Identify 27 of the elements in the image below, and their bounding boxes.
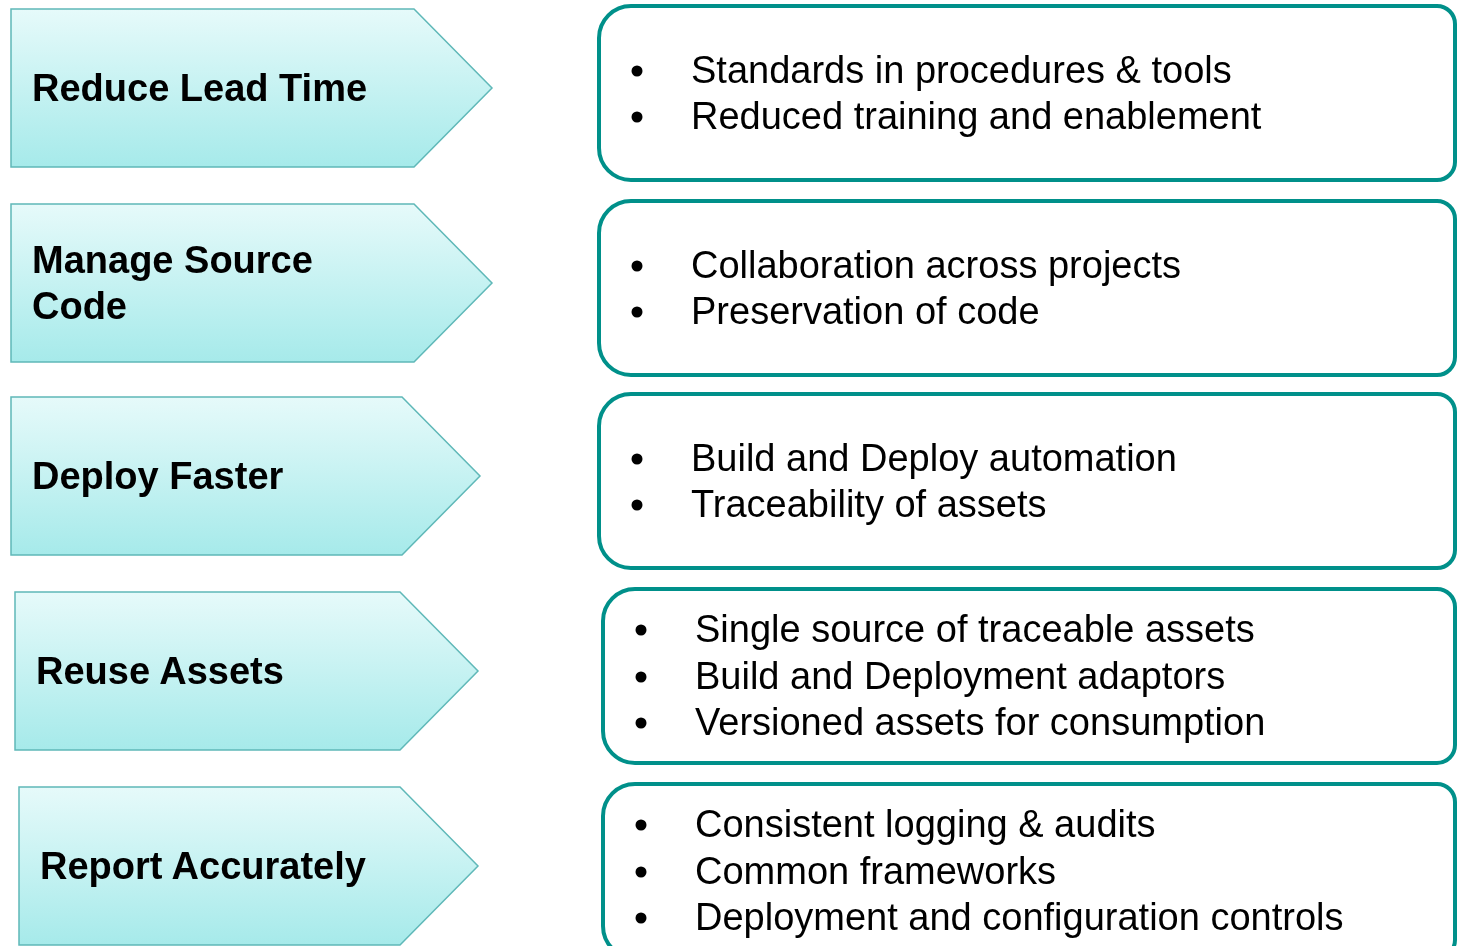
rounded-box <box>597 199 1457 377</box>
rounded-box <box>597 4 1457 182</box>
bullet-text: Deployment and configuration controls <box>695 896 1344 939</box>
rounded-box <box>601 587 1457 765</box>
bullet-text: Single source of traceable assets <box>695 608 1255 651</box>
arrow-label: Report Accurately <box>40 844 366 889</box>
arrow-label: Reduce Lead Time <box>32 66 368 111</box>
rounded-box <box>597 392 1457 570</box>
bullet-text: Common frameworks <box>695 849 1057 892</box>
bullet-text: Standards in procedures & tools <box>691 48 1232 91</box>
bullet-text: Versioned assets for consumption <box>695 701 1266 744</box>
bullet-text: Build and Deploy automation <box>691 436 1177 479</box>
bullet-text: Traceability of assets <box>691 483 1047 525</box>
heading-banner <box>14 591 480 751</box>
bullet-text: Preservation of code <box>691 290 1040 332</box>
heading-banner <box>10 203 494 363</box>
arrow-label: Manage Source Code <box>32 238 314 329</box>
bullet-text: Build and Deployment adaptors <box>695 654 1226 697</box>
arrow-label: Deploy Faster <box>32 454 284 499</box>
heading-banner <box>10 8 494 168</box>
arrow-label: Reuse Assets <box>36 649 284 694</box>
bullet-text: Consistent logging & audits <box>695 803 1156 846</box>
heading-banner <box>18 786 480 946</box>
rounded-box <box>601 782 1457 946</box>
bullet-text: Reduced training and enablement <box>691 95 1262 137</box>
bullet-text: Collaboration across projects <box>691 243 1181 286</box>
heading-banner <box>10 396 482 556</box>
